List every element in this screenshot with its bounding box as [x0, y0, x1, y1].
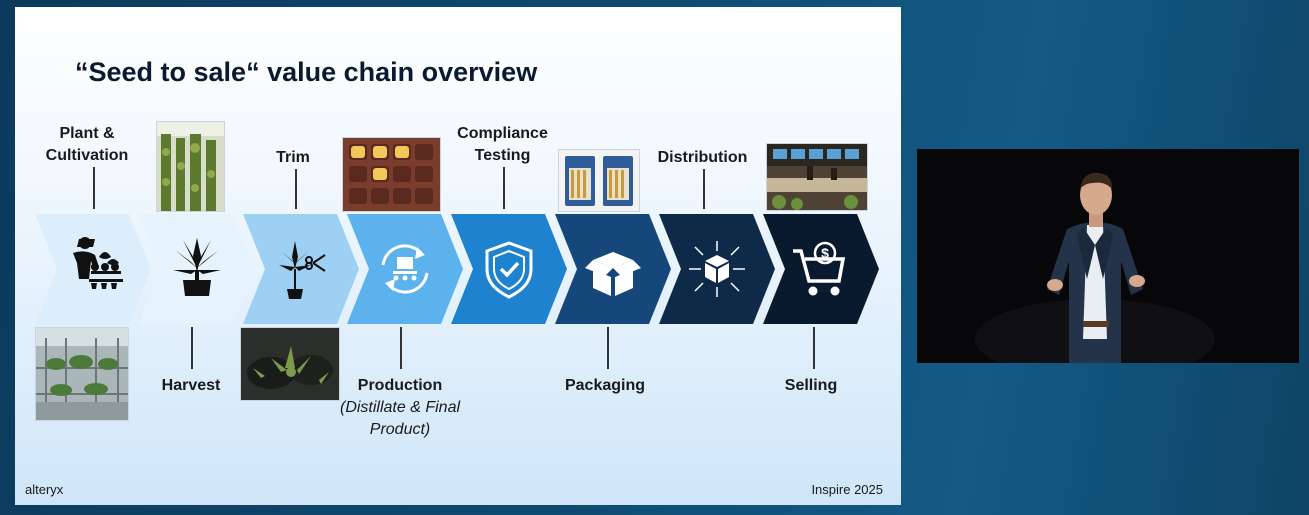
- stage-label-plant: Plant & Cultivation: [45, 125, 129, 164]
- stage-chevron-harvest: [139, 214, 255, 324]
- svg-text:$: $: [821, 245, 829, 261]
- connector-plant: [93, 167, 95, 209]
- stage-chevron-production: [347, 214, 463, 324]
- brand-logo: alteryx: [25, 482, 64, 497]
- connector-harvest: [191, 327, 193, 369]
- stage-chevron-selling: $: [763, 214, 879, 324]
- stage-chevron-trim: [243, 214, 359, 324]
- slide-title: “Seed to sale“ value chain overview: [75, 57, 538, 87]
- shield-check-icon: [485, 241, 533, 299]
- dispensary-photo: [766, 143, 868, 211]
- stage-label-trim: Trim: [276, 149, 310, 166]
- stage-label-compliance: Compliance Testing: [457, 125, 548, 164]
- stage-label-production: Production: [357, 377, 443, 394]
- greenhouse-photo: [35, 327, 129, 421]
- stage-label-distribution: Distribution: [657, 149, 748, 166]
- connector-packaging: [607, 327, 609, 369]
- harvest-field-photo: [156, 121, 225, 212]
- chevron-shape: [763, 214, 879, 324]
- conveyor-cycle-icon: [381, 244, 429, 294]
- stage-chevron-compliance: [451, 214, 567, 324]
- cart-dollar-icon: $: [793, 241, 846, 296]
- stage-chevron-plant: [35, 214, 151, 324]
- connector-selling: [813, 327, 815, 369]
- stage-label-harvest: Harvest: [161, 377, 221, 394]
- potted-cannabis-icon: [173, 238, 221, 296]
- stage-sublabel-production: (Distillate & Final Product): [339, 399, 461, 438]
- stage-label-packaging: Packaging: [564, 377, 646, 394]
- speaker-video: [917, 149, 1299, 363]
- test-vials-photo: [558, 149, 640, 212]
- farmer-plants-icon: [73, 237, 123, 289]
- connector-trim: [295, 169, 297, 209]
- connector-production: [400, 327, 402, 369]
- stage-chevron-packaging: [555, 214, 671, 324]
- stage-chevron-distribution: [659, 214, 775, 324]
- chevron-shape: [451, 214, 567, 324]
- open-box-icon: [585, 252, 641, 296]
- speaker-figure: [1047, 172, 1145, 363]
- stage-label-selling: Selling: [784, 377, 838, 394]
- trim-scissors-icon: [279, 241, 326, 299]
- chevron-shape: [555, 214, 671, 324]
- gummy-tray-photo: [342, 137, 441, 212]
- chevron-shape: [659, 214, 775, 324]
- event-label: Inspire 2025: [811, 482, 883, 497]
- box-distribution-icon: [689, 241, 745, 297]
- trim-hands-photo: [240, 327, 340, 401]
- presentation-slide: “Seed to sale“ value chain overview Plan…: [15, 7, 901, 505]
- connector-distribution: [703, 169, 705, 209]
- connector-compliance: [503, 167, 505, 209]
